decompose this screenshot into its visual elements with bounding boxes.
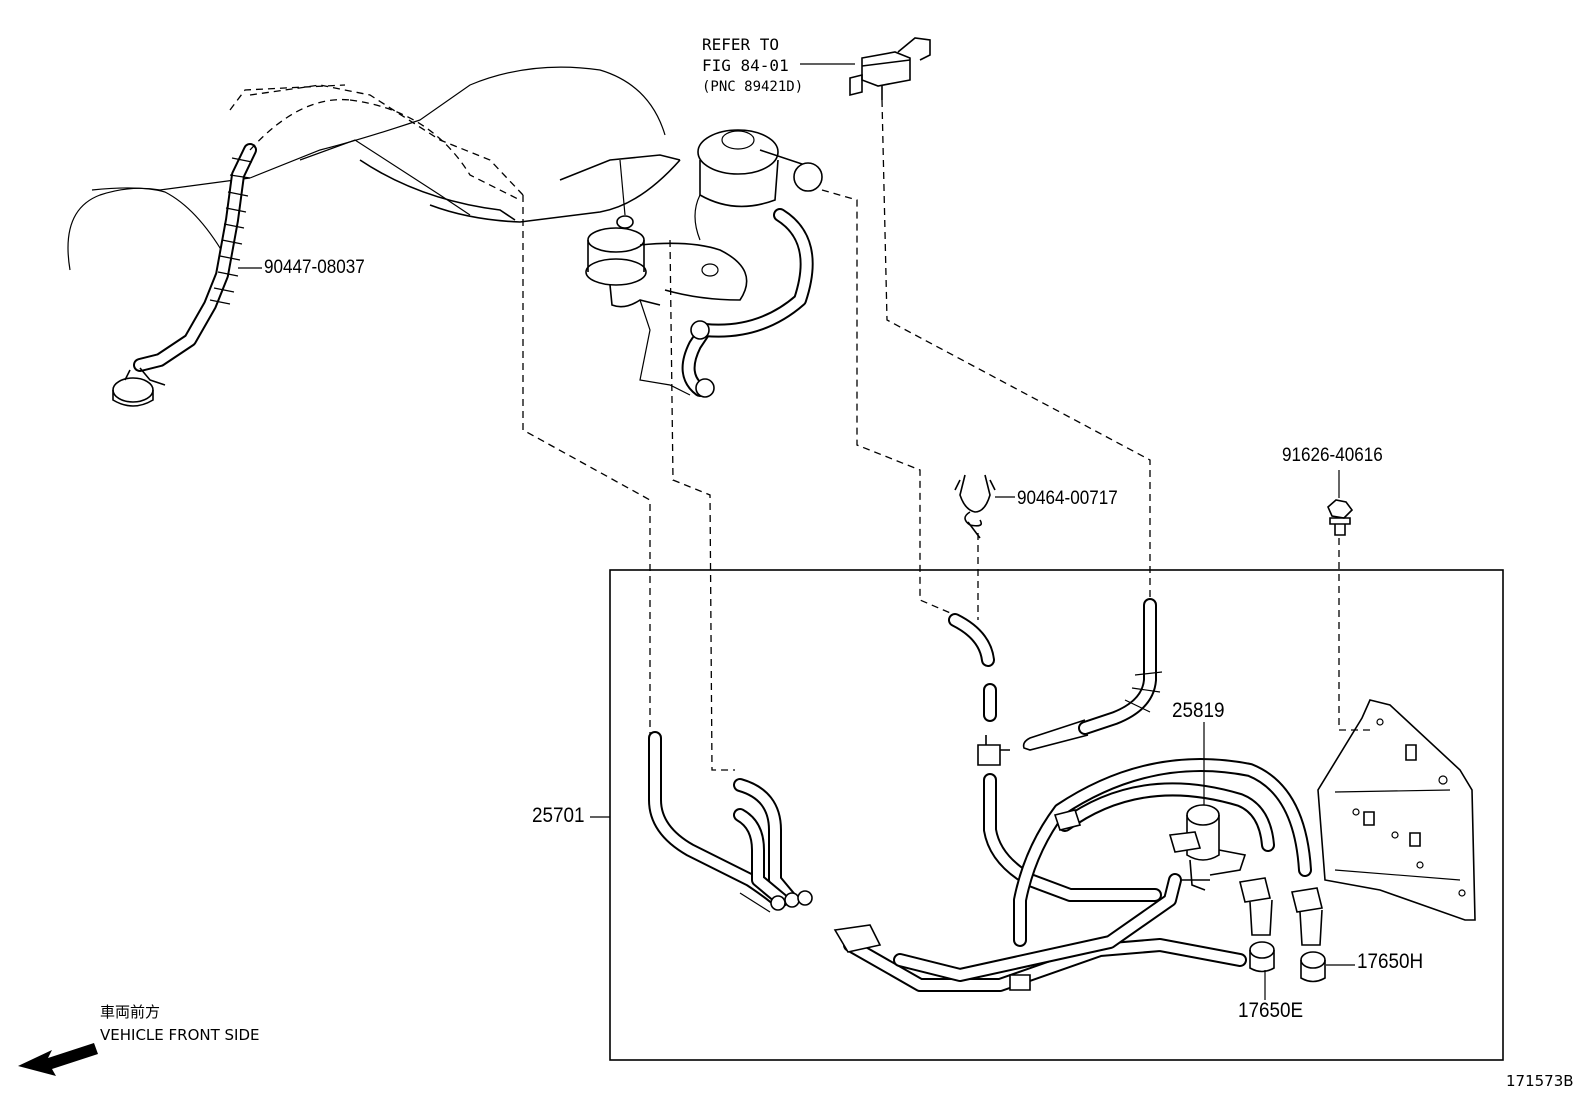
engine-outline [67, 66, 681, 271]
hose-bundle-center [833, 598, 1312, 992]
dashed-leaders [522, 99, 1370, 771]
reference-line-1: REFER TO [702, 35, 780, 54]
part-label-90447-08037[interactable]: 90447-08037 [264, 257, 365, 278]
part-label-91626-40616[interactable]: 91626-40616 [1282, 445, 1383, 466]
mounting-bracket [1317, 699, 1476, 921]
orientation-english: VEHICLE FRONT SIDE [100, 1026, 260, 1044]
part-label-25701[interactable]: 25701 [532, 804, 585, 827]
vsv-25819 [1168, 722, 1247, 891]
egr-valve-cluster [585, 129, 823, 398]
electrical-connector-ref [800, 37, 931, 100]
vsv-17650 [1239, 877, 1355, 1000]
assembly-group-frame [609, 569, 1504, 1061]
reference-line-2: FIG 84-01 [702, 56, 789, 75]
part-label-90464-00717[interactable]: 90464-00717 [1017, 488, 1118, 509]
illustration-id: 171573B [1506, 1072, 1574, 1090]
part-label-17650H[interactable]: 17650H [1357, 950, 1424, 973]
reference-line-3: (PNC 89421D) [702, 79, 804, 95]
hose-clip-90464 [954, 474, 1015, 539]
label-leaders [238, 267, 610, 818]
vacuum-hose-90447 [112, 98, 351, 407]
orientation-japanese: 車両前方 [100, 1003, 161, 1021]
part-label-25819[interactable]: 25819 [1172, 699, 1225, 722]
part-label-17650E[interactable]: 17650E [1238, 999, 1304, 1022]
front-direction-arrow-icon [18, 1043, 98, 1076]
bolt-91626 [1327, 470, 1354, 536]
hose-bundle-left [648, 731, 813, 913]
